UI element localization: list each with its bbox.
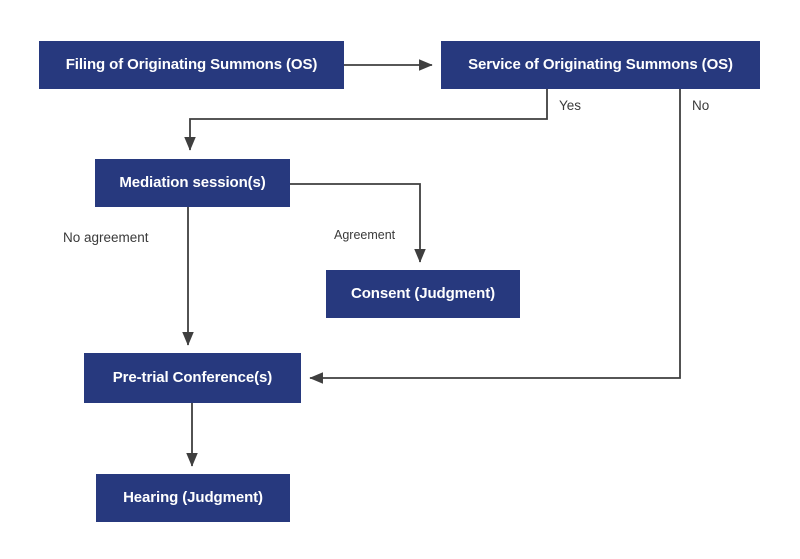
edge-service-no-pretrial xyxy=(309,89,681,384)
node-mediation-sessions[interactable]: Mediation session(s) xyxy=(95,159,290,207)
node-hearing-judgment[interactable]: Hearing (Judgment) xyxy=(96,474,290,522)
edge-service-yes-mediation xyxy=(184,89,548,151)
edge-label-agreement: Agreement xyxy=(334,228,396,242)
edge-mediation-agreement-consent xyxy=(290,183,426,263)
node-service-of-originating-summons[interactable]: Service of Originating Summons (OS) xyxy=(441,41,760,89)
node-pre-trial-conferences[interactable]: Pre-trial Conference(s) xyxy=(84,353,301,403)
edge-label-yes: Yes xyxy=(559,98,582,113)
edge-label-no-agreement: No agreement xyxy=(63,230,149,245)
node-filing-of-originating-summons[interactable]: Filing of Originating Summons (OS) xyxy=(39,41,344,89)
node-consent-judgment[interactable]: Consent (Judgment) xyxy=(326,270,520,318)
edge-label-no: No xyxy=(692,98,710,113)
